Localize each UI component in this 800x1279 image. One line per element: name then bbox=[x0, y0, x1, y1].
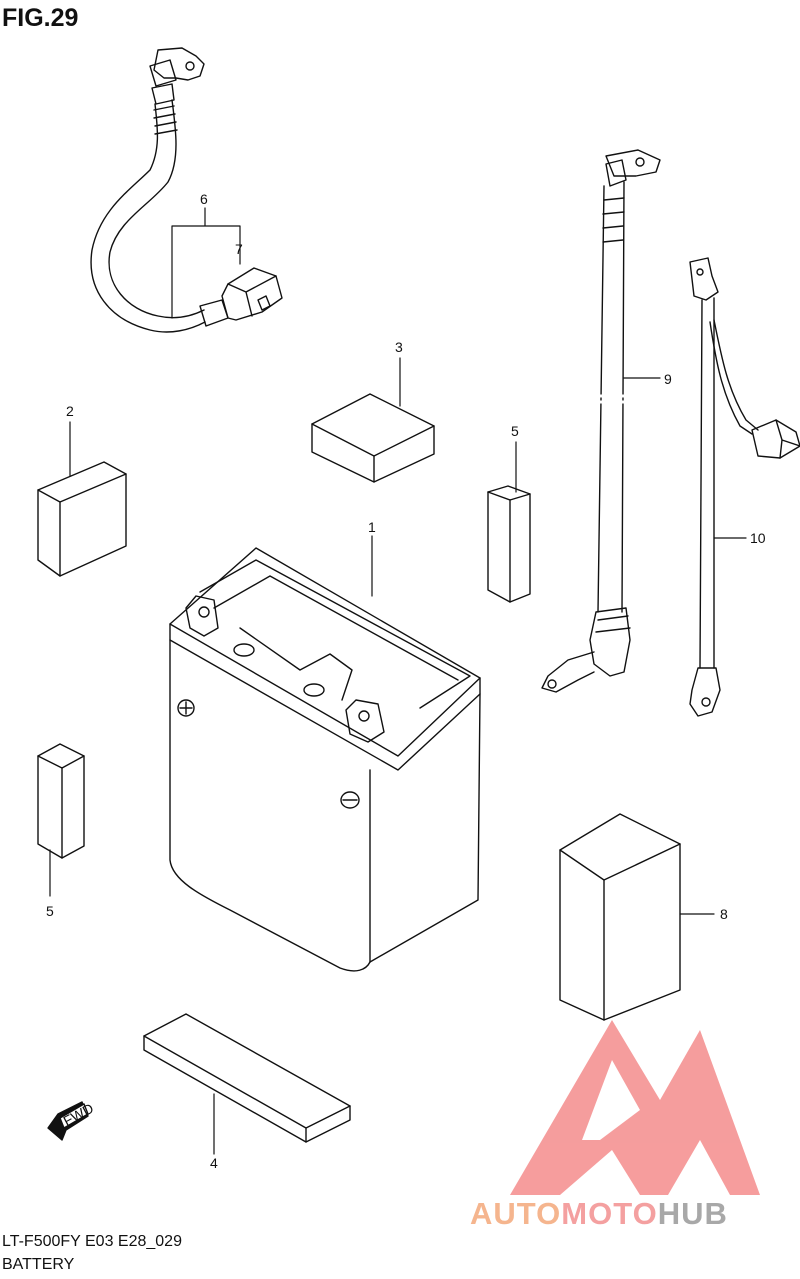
watermark-moto: MOTO bbox=[561, 1196, 658, 1231]
cable-assy-8 bbox=[90, 47, 283, 333]
spacer-5-lower bbox=[37, 743, 85, 897]
watermark-hub: HUB bbox=[657, 1196, 728, 1231]
callout-5-lower: 5 bbox=[46, 903, 54, 919]
callout-6: 8 bbox=[720, 906, 728, 922]
block-6 bbox=[559, 813, 715, 1021]
callout-3: 3 bbox=[395, 339, 403, 355]
watermark-logo bbox=[510, 1020, 760, 1195]
block-2 bbox=[37, 421, 127, 577]
callout-1: 1 bbox=[368, 519, 376, 535]
plate-4 bbox=[143, 1013, 351, 1155]
callout-8: 6 bbox=[200, 191, 208, 207]
cable-7 bbox=[541, 149, 661, 693]
pad-3 bbox=[311, 357, 435, 483]
callout-2: 2 bbox=[66, 403, 74, 419]
cable-10 bbox=[689, 257, 800, 717]
callout-5-upper: 5 bbox=[511, 423, 519, 439]
fwd-arrow-icon bbox=[47, 1101, 89, 1141]
spacer-5-upper bbox=[487, 441, 531, 603]
watermark-text: AUTOMOTOHUB bbox=[470, 1196, 728, 1232]
section-name: BATTERY bbox=[2, 1256, 75, 1273]
watermark-auto: AUTO bbox=[470, 1196, 562, 1231]
figure-title: FIG.29 bbox=[2, 4, 79, 32]
model-code: LT-F500FY E03 E28_029 bbox=[2, 1233, 182, 1250]
battery-1 bbox=[169, 535, 481, 972]
callout-10: 10 bbox=[750, 530, 766, 546]
callout-4: 4 bbox=[210, 1155, 218, 1171]
callout-7: 9 bbox=[664, 371, 672, 387]
callout-9: 7 bbox=[235, 241, 243, 257]
